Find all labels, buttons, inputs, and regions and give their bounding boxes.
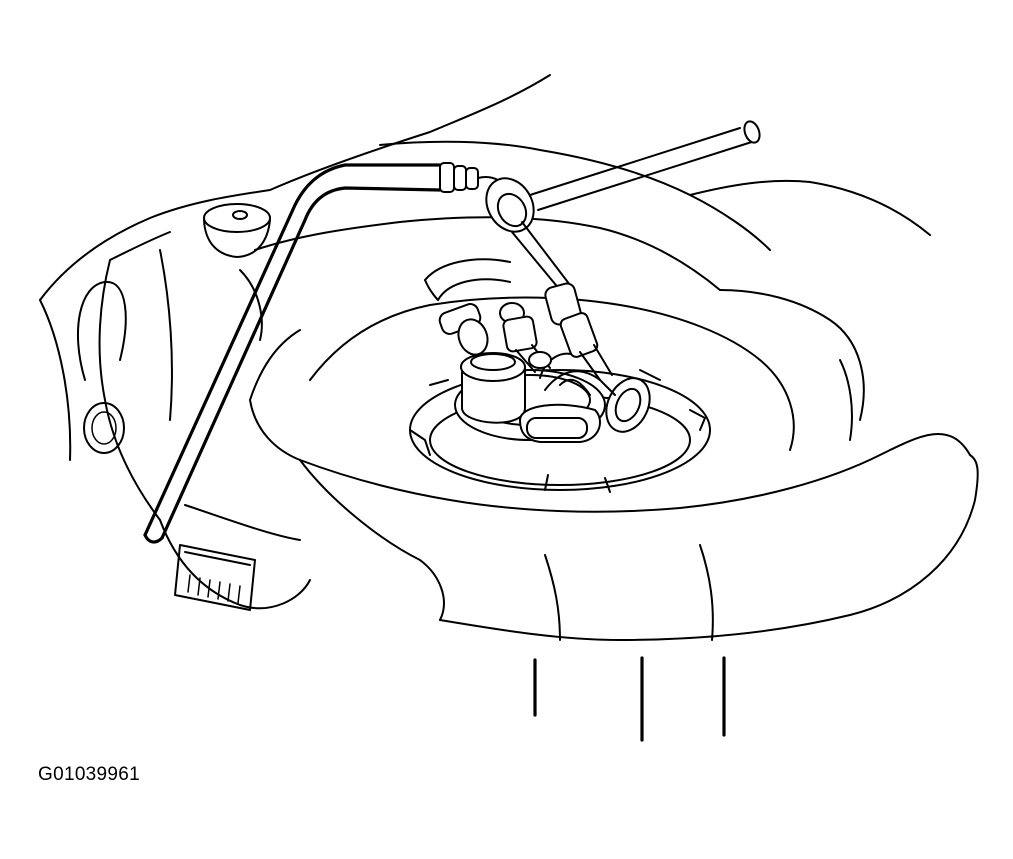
filler-cap — [203, 203, 271, 258]
fuel-pump-module — [409, 282, 711, 493]
strap-ring — [76, 280, 127, 454]
return-hose — [424, 258, 511, 301]
figure-id-label: G01039961 — [38, 764, 141, 785]
label-plate — [174, 544, 256, 611]
fuel-line — [143, 120, 761, 544]
